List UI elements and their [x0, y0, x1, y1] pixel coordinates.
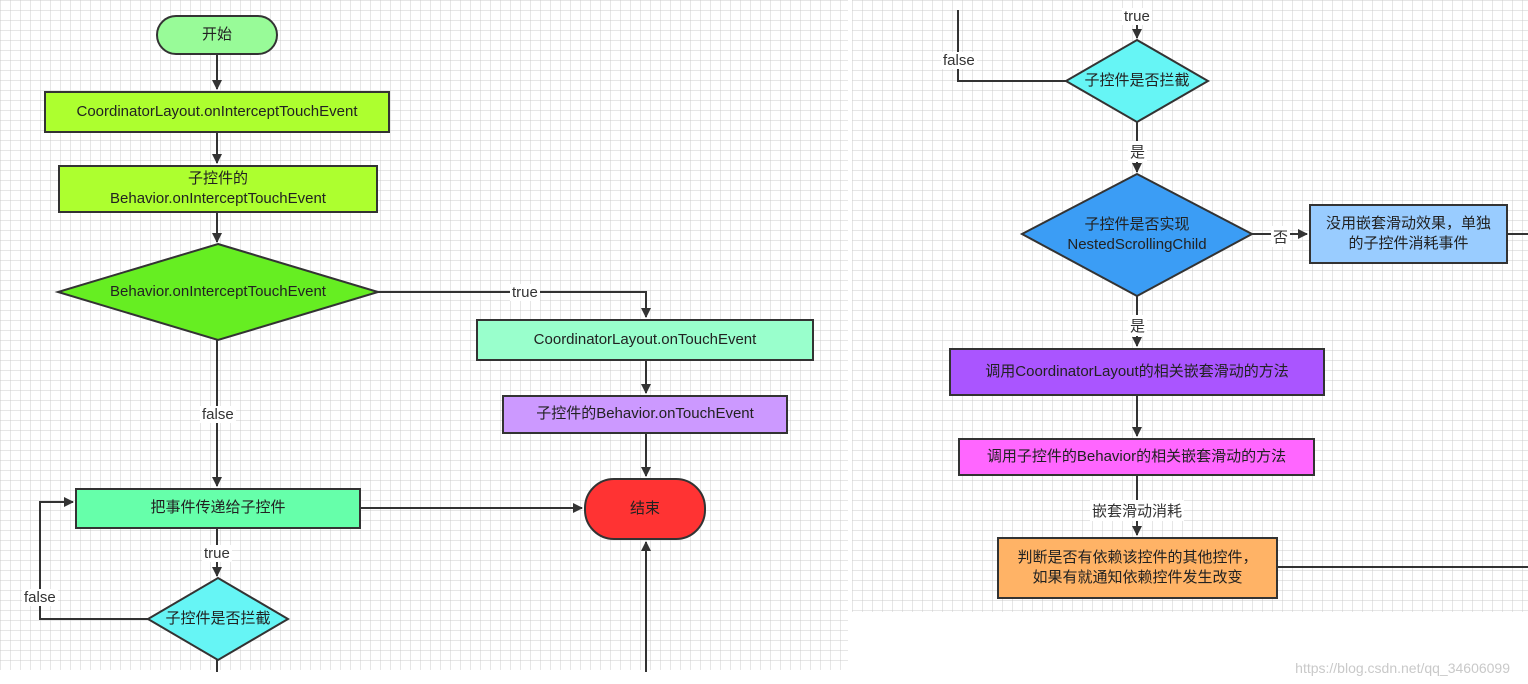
edge-child-false-loop — [39, 497, 148, 620]
right-label-true: true — [1122, 8, 1152, 25]
child-behavior-intercept-node: 子控件的 Behavior.onInterceptTouchEvent — [58, 165, 378, 213]
right-decision-child-intercept-label: 子控件是否拦截 — [1084, 71, 1190, 89]
decision-nested-label: 子控件是否实现 NestedScrollingChild — [1067, 215, 1207, 253]
watermark-text: https://blog.csdn.net/qq_34606099 — [1295, 660, 1510, 676]
right-label-yes-2: 是 — [1128, 315, 1148, 336]
right-label-consume: 嵌套滑动消耗 — [1090, 500, 1185, 521]
no-nested-node: 没用嵌套滑动效果，单独 的子控件消耗事件 — [1309, 204, 1508, 264]
check-dependency-node: 判断是否有依赖该控件的其他控件， 如果有就通知依赖控件发生改变 — [997, 537, 1278, 599]
right-label-yes-1: 是 — [1128, 141, 1148, 162]
start-node: 开始 — [156, 15, 278, 55]
call-coord-nested-node: 调用CoordinatorLayout的相关嵌套滑动的方法 — [949, 348, 1325, 396]
right-label-no: 否 — [1271, 226, 1291, 247]
child-behavior-touch-node: 子控件的Behavior.onTouchEvent — [502, 395, 788, 434]
right-label-false: false — [941, 52, 977, 69]
pass-to-child-node: 把事件传递给子控件 — [75, 488, 361, 529]
label-true-bottom: true — [202, 545, 232, 562]
left-decision-child-intercept-label: 子控件是否拦截 — [165, 609, 271, 627]
decision-intercept-label: Behavior.onInterceptTouchEvent — [110, 282, 326, 300]
call-child-nested-node: 调用子控件的Behavior的相关嵌套滑动的方法 — [958, 438, 1315, 476]
end-node: 结束 — [584, 478, 706, 540]
coord-intercept-node: CoordinatorLayout.onInterceptTouchEvent — [44, 91, 390, 133]
edge-decision-true — [378, 291, 651, 318]
label-true-top: true — [510, 284, 540, 301]
label-false-mid: false — [200, 406, 236, 423]
coord-touch-node: CoordinatorLayout.onTouchEvent — [476, 319, 814, 361]
label-false-loop: false — [22, 589, 58, 606]
right-diagram-panel — [852, 0, 1528, 612]
edge-false-out — [957, 10, 1066, 82]
